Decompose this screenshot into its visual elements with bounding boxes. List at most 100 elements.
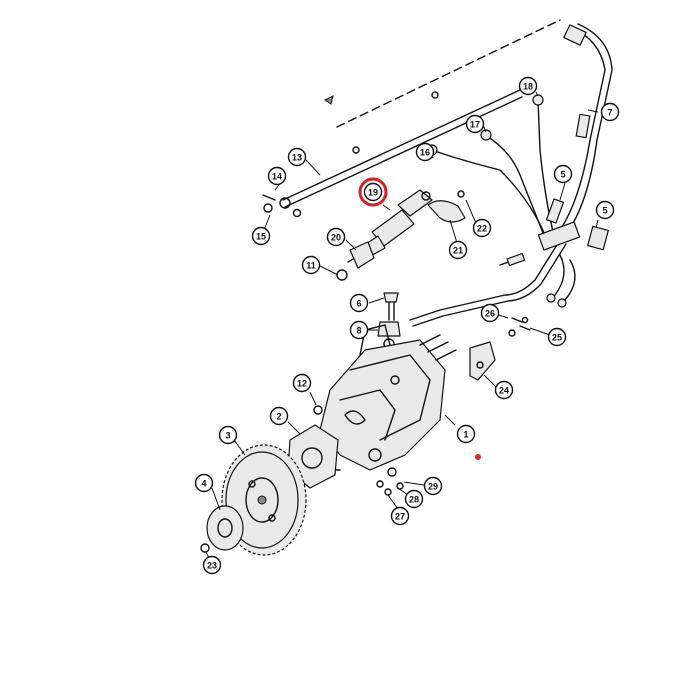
callout-bubble — [218, 425, 238, 445]
callout-number: 2 — [276, 412, 281, 422]
callout-bubble — [472, 218, 492, 238]
callout-5a: 5 — [553, 164, 573, 184]
callout-12: 12 — [292, 373, 312, 393]
callout-17: 17 — [465, 114, 485, 134]
callout-11: 11 — [301, 255, 321, 275]
callout-bubble — [423, 476, 443, 496]
callout-number: 27 — [395, 512, 405, 522]
callout-21: 21 — [448, 240, 468, 260]
callout-15: 15 — [251, 226, 271, 246]
callout-bubble — [390, 506, 410, 526]
callout-bubble — [363, 182, 383, 202]
callout-number: 21 — [453, 246, 463, 256]
control-rod — [279, 89, 523, 209]
injector-nozzle — [336, 241, 375, 281]
callout-16: 16 — [415, 142, 435, 162]
callout-bubble — [349, 293, 369, 313]
bleed-screw-parts — [545, 198, 609, 251]
callout-bubble — [465, 114, 485, 134]
callout-number: 26 — [485, 309, 495, 319]
callout-24: 24 — [494, 380, 514, 400]
callout-27: 27 — [390, 506, 410, 526]
callout-2: 2 — [269, 406, 289, 426]
callout-3: 3 — [218, 425, 238, 445]
callout-number: 14 — [272, 172, 282, 182]
callout-bubble — [326, 227, 346, 247]
fuel-injector — [347, 189, 433, 263]
callout-bubble — [251, 226, 271, 246]
callout-number: 25 — [552, 333, 562, 343]
callout-13: 13 — [287, 147, 307, 167]
callout-bubble — [415, 142, 435, 162]
callout-4: 4 — [194, 473, 214, 493]
callout-number: 13 — [292, 153, 302, 163]
callout-bubble — [404, 489, 424, 509]
support-bracket — [469, 341, 496, 381]
callout-number: 16 — [420, 148, 430, 158]
callout-number: 3 — [225, 431, 230, 441]
callout-18: 18 — [518, 76, 538, 96]
callout-number: 11 — [306, 261, 316, 271]
callout-bubble — [202, 555, 222, 575]
callout-bubble — [595, 200, 615, 220]
callout-number: 8 — [356, 326, 361, 336]
washer — [313, 405, 323, 415]
callout-29: 29 — [423, 476, 443, 496]
callout-number: 18 — [523, 82, 533, 92]
callout-8: 8 — [349, 320, 369, 340]
callout-number: 4 — [201, 479, 206, 489]
banjo-bolt — [383, 292, 399, 321]
pump-mounting-fasteners — [376, 467, 404, 496]
red-marker-dot — [475, 454, 481, 460]
callout-labels: 1234556781112131415161718192021222324252… — [194, 76, 620, 575]
callout-25: 25 — [547, 327, 567, 347]
callout-number: 5 — [602, 206, 607, 216]
dashed-guide-line — [324, 19, 561, 128]
callout-26: 26 — [480, 303, 500, 323]
rod-fasteners — [262, 194, 302, 218]
callout-22: 22 — [472, 218, 492, 238]
fuel-return-line — [559, 23, 613, 235]
callout-number: 28 — [409, 495, 419, 505]
callout-28: 28 — [404, 489, 424, 509]
callout-number: 22 — [477, 224, 487, 234]
callout-bubble — [194, 473, 214, 493]
injector-clamp — [427, 190, 466, 223]
callout-19: 19 — [363, 182, 383, 202]
highlight-ring — [358, 177, 388, 207]
callout-number: 24 — [499, 386, 509, 396]
callout-bubble — [600, 102, 620, 122]
callout-bubble — [518, 76, 538, 96]
callout-bubble — [494, 380, 514, 400]
callout-bubble — [292, 373, 312, 393]
callout-bubble — [267, 166, 287, 186]
gear-nut — [200, 543, 210, 553]
callout-bubble — [553, 164, 573, 184]
gear-hub — [206, 505, 244, 551]
callout-bubble — [456, 424, 476, 444]
callout-5b: 5 — [595, 200, 615, 220]
callout-20: 20 — [326, 227, 346, 247]
callout-23: 23 — [202, 555, 222, 575]
callout-14: 14 — [267, 166, 287, 186]
callout-bubble — [349, 320, 369, 340]
callout-number: 23 — [207, 561, 217, 571]
callout-number: 15 — [256, 232, 266, 242]
injection-pump — [304, 324, 457, 471]
callout-number: 19 — [368, 188, 378, 198]
callout-number: 17 — [470, 120, 480, 130]
callout-7: 7 — [600, 102, 620, 122]
callout-1: 1 — [456, 424, 476, 444]
callout-number: 29 — [428, 482, 438, 492]
callout-number: 7 — [607, 108, 612, 118]
callout-number: 12 — [297, 379, 307, 389]
bracket-bolts — [508, 316, 531, 337]
callout-number: 20 — [331, 233, 341, 243]
callout-bubble — [301, 255, 321, 275]
callout-bubble — [269, 406, 289, 426]
callout-bubble — [547, 327, 567, 347]
callout-6: 6 — [349, 293, 369, 313]
callout-number: 6 — [356, 299, 361, 309]
callout-number: 1 — [463, 430, 468, 440]
